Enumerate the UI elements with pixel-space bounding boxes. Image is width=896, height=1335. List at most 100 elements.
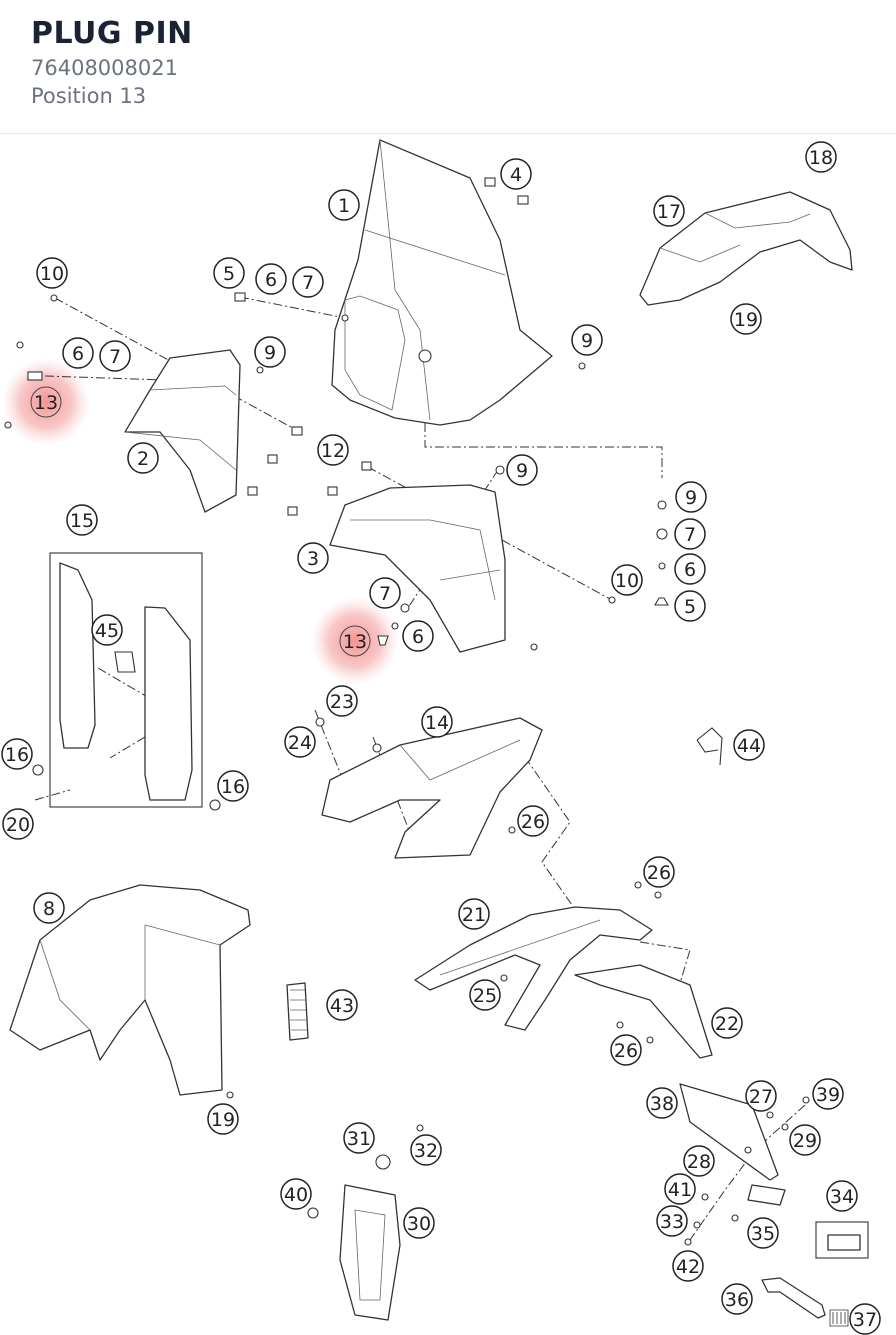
callout[interactable]: 16 [217,770,249,802]
callout-circle [254,336,286,368]
callout[interactable]: 19 [730,303,762,335]
callout[interactable]: 21 [458,898,490,930]
callout[interactable]: 44 [733,729,765,761]
callout[interactable]: 19 [207,1103,239,1135]
callout-circle [711,1007,743,1039]
callout-circle [500,158,532,190]
callout-number: 6 [412,626,424,648]
callout[interactable]: 9 [675,481,707,513]
callout[interactable]: 6 [62,337,94,369]
callout[interactable]: 7 [292,266,324,298]
callout-number: 13 [34,392,58,414]
callout[interactable]: 37 [849,1303,881,1335]
callout[interactable]: 39 [812,1078,844,1110]
callout[interactable]: 34 [826,1180,858,1212]
callout-circle [653,195,685,227]
callout-number: 26 [614,1040,638,1062]
callout[interactable]: 25 [469,979,501,1011]
callout[interactable]: 22 [711,1007,743,1039]
callout[interactable]: 20 [2,808,34,840]
callout[interactable]: 8 [33,892,65,924]
callout[interactable]: 41 [664,1173,696,1205]
highlight-glow [311,597,399,685]
callout[interactable]: 3 [297,542,329,574]
callout[interactable]: 6 [255,263,287,295]
callout-number: 2 [137,448,149,470]
callout[interactable]: 30 [403,1207,435,1239]
callout-highlighted[interactable]: 13 [30,386,62,418]
callout-number: 3 [307,548,319,570]
callout-number: 15 [70,510,94,532]
callout-number: 44 [737,735,761,757]
callout[interactable]: 38 [646,1087,678,1119]
callout-circle [826,1180,858,1212]
callout-circle [403,1207,435,1239]
callout[interactable]: 26 [610,1034,642,1066]
callout[interactable]: 6 [402,620,434,652]
callout-number: 43 [330,995,354,1017]
callout-number: 9 [516,460,528,482]
callout[interactable]: 6 [674,553,706,585]
part-title: PLUG PIN [31,16,193,51]
callout-number: 7 [379,583,391,605]
callout[interactable]: 32 [410,1134,442,1166]
callout-circle [127,442,159,474]
callout-highlighted[interactable]: 13 [339,625,371,657]
callout[interactable]: 15 [66,504,98,536]
callout-circle [664,1173,696,1205]
callout-circle [369,577,401,609]
callout-circle [672,1250,704,1282]
callout[interactable]: 7 [674,518,706,550]
part-air-filter [286,982,309,1041]
callout[interactable]: 4 [500,158,532,190]
position-label: Position 13 [31,84,147,108]
callout-number: 24 [288,732,312,754]
callout[interactable]: 24 [284,726,316,758]
callout[interactable]: 17 [653,195,685,227]
callout-number: 8 [43,898,55,920]
callout[interactable]: 23 [326,685,358,717]
callout-circle [91,614,123,646]
callout[interactable]: 5 [674,590,706,622]
callout-circle [280,1178,312,1210]
callout[interactable]: 26 [643,856,675,888]
callout[interactable]: 31 [343,1122,375,1154]
callout[interactable]: 35 [747,1217,779,1249]
callout[interactable]: 9 [506,454,538,486]
callout-circle [610,1034,642,1066]
callout[interactable]: 42 [672,1250,704,1282]
callout-circle [410,1134,442,1166]
callout[interactable]: 27 [745,1080,777,1112]
callout-circle [683,1145,715,1177]
callout[interactable]: 2 [127,442,159,474]
callout[interactable]: 10 [611,564,643,596]
callout-number: 21 [462,904,486,926]
callout[interactable]: 9 [571,324,603,356]
callout[interactable]: 36 [721,1283,753,1315]
callout[interactable]: 29 [789,1124,821,1156]
callout-number: 37 [853,1309,877,1331]
callout[interactable]: 9 [254,336,286,368]
callout[interactable]: 26 [517,805,549,837]
callout-circle [674,553,706,585]
callout-circle [255,263,287,295]
callout[interactable]: 40 [280,1178,312,1210]
callout-circle [458,898,490,930]
callout[interactable]: 43 [326,989,358,1021]
callout[interactable]: 7 [369,577,401,609]
callout[interactable]: 10 [36,257,68,289]
callout[interactable]: 45 [91,614,123,646]
callout[interactable]: 12 [317,434,349,466]
callout[interactable]: 33 [656,1205,688,1237]
callout[interactable]: 1 [328,189,360,221]
callout-number: 19 [211,1109,235,1131]
callout[interactable]: 7 [99,340,131,372]
callout[interactable]: 14 [421,706,453,738]
callout[interactable]: 16 [1,738,33,770]
callout[interactable]: 5 [213,257,245,289]
callout-number: 30 [407,1213,431,1235]
part-license-plate-holder [679,1083,869,1259]
callout[interactable]: 28 [683,1145,715,1177]
callout[interactable]: 18 [805,141,837,173]
part-windscreen [331,139,553,426]
